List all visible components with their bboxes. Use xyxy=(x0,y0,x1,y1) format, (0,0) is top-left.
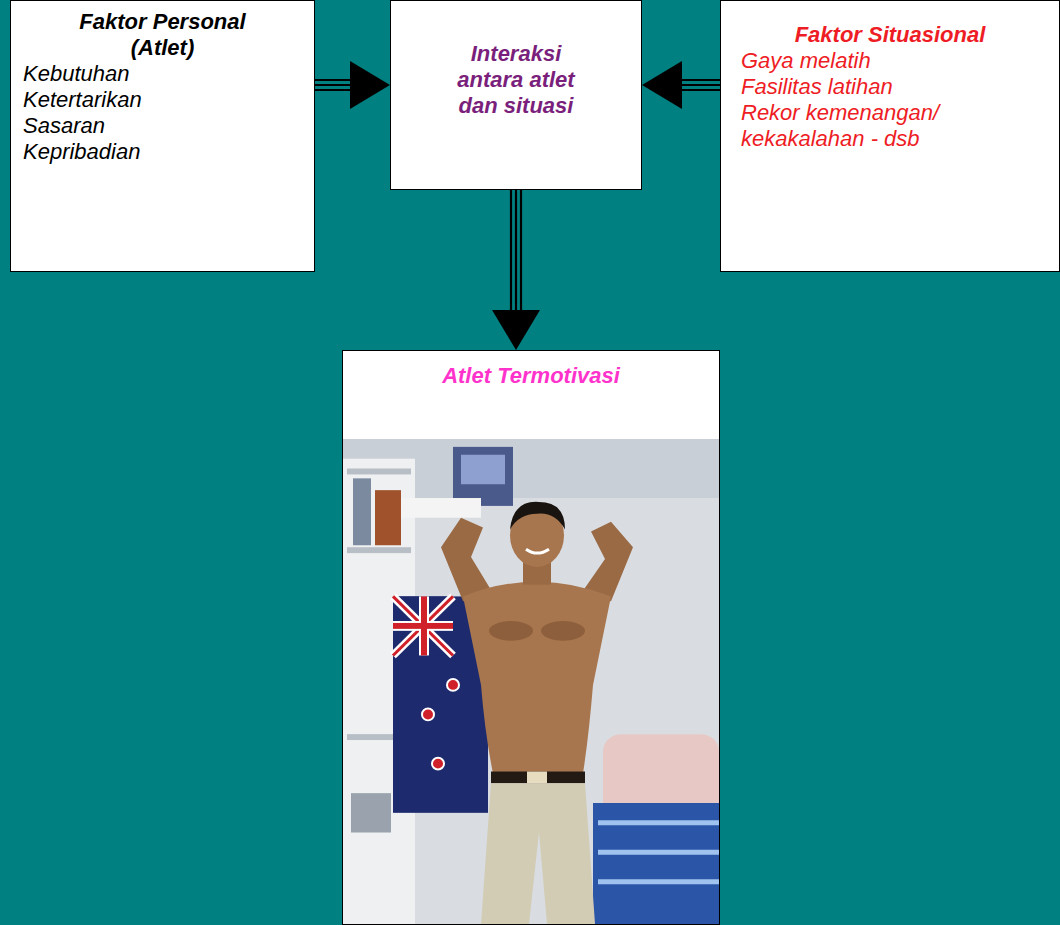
triple-arrow xyxy=(315,61,390,109)
connector-line xyxy=(680,89,720,91)
connector-line xyxy=(315,89,352,91)
node-item: Kebutuhan xyxy=(11,61,314,87)
situational-factor-box: Faktor SituasionalGaya melatihFasilitas … xyxy=(720,0,1060,272)
interaction-box: Interaksi antara atlet dan situasi xyxy=(390,0,642,190)
arrow-head xyxy=(350,61,390,109)
node-heading: Interaksi antara atlet dan situasi xyxy=(391,1,641,139)
connector-line xyxy=(680,79,720,81)
node-item: Ketertarikan xyxy=(11,87,314,113)
node-heading: Faktor Personal (Atlet) xyxy=(63,9,263,61)
node-item: Sasaran xyxy=(11,113,314,139)
node-heading: Faktor Situasional xyxy=(721,22,1059,48)
personal-factor-box: Faktor Personal (Atlet)KebutuhanKetertar… xyxy=(10,0,315,272)
node-item: Gaya melatih xyxy=(721,48,1059,74)
node-item: Kepribadian xyxy=(11,139,314,165)
triple-arrow xyxy=(642,61,720,109)
connector-line xyxy=(315,84,352,86)
connector-line xyxy=(515,190,517,312)
motivated-athlete-box: Atlet Termotivasi xyxy=(342,350,720,925)
arrow-head xyxy=(642,61,682,109)
athlete-photo xyxy=(343,439,719,924)
node-heading: Atlet Termotivasi xyxy=(343,351,719,389)
node-item: Rekor kemenangan/ kekakalahan - dsb xyxy=(721,100,971,152)
connector-line xyxy=(520,190,522,312)
triple-arrow xyxy=(492,190,540,350)
connector-line xyxy=(510,190,512,312)
node-item: Fasilitas latihan xyxy=(721,74,1059,100)
arrow-head xyxy=(492,310,540,350)
connector-line xyxy=(680,84,720,86)
connector-line xyxy=(315,79,352,81)
